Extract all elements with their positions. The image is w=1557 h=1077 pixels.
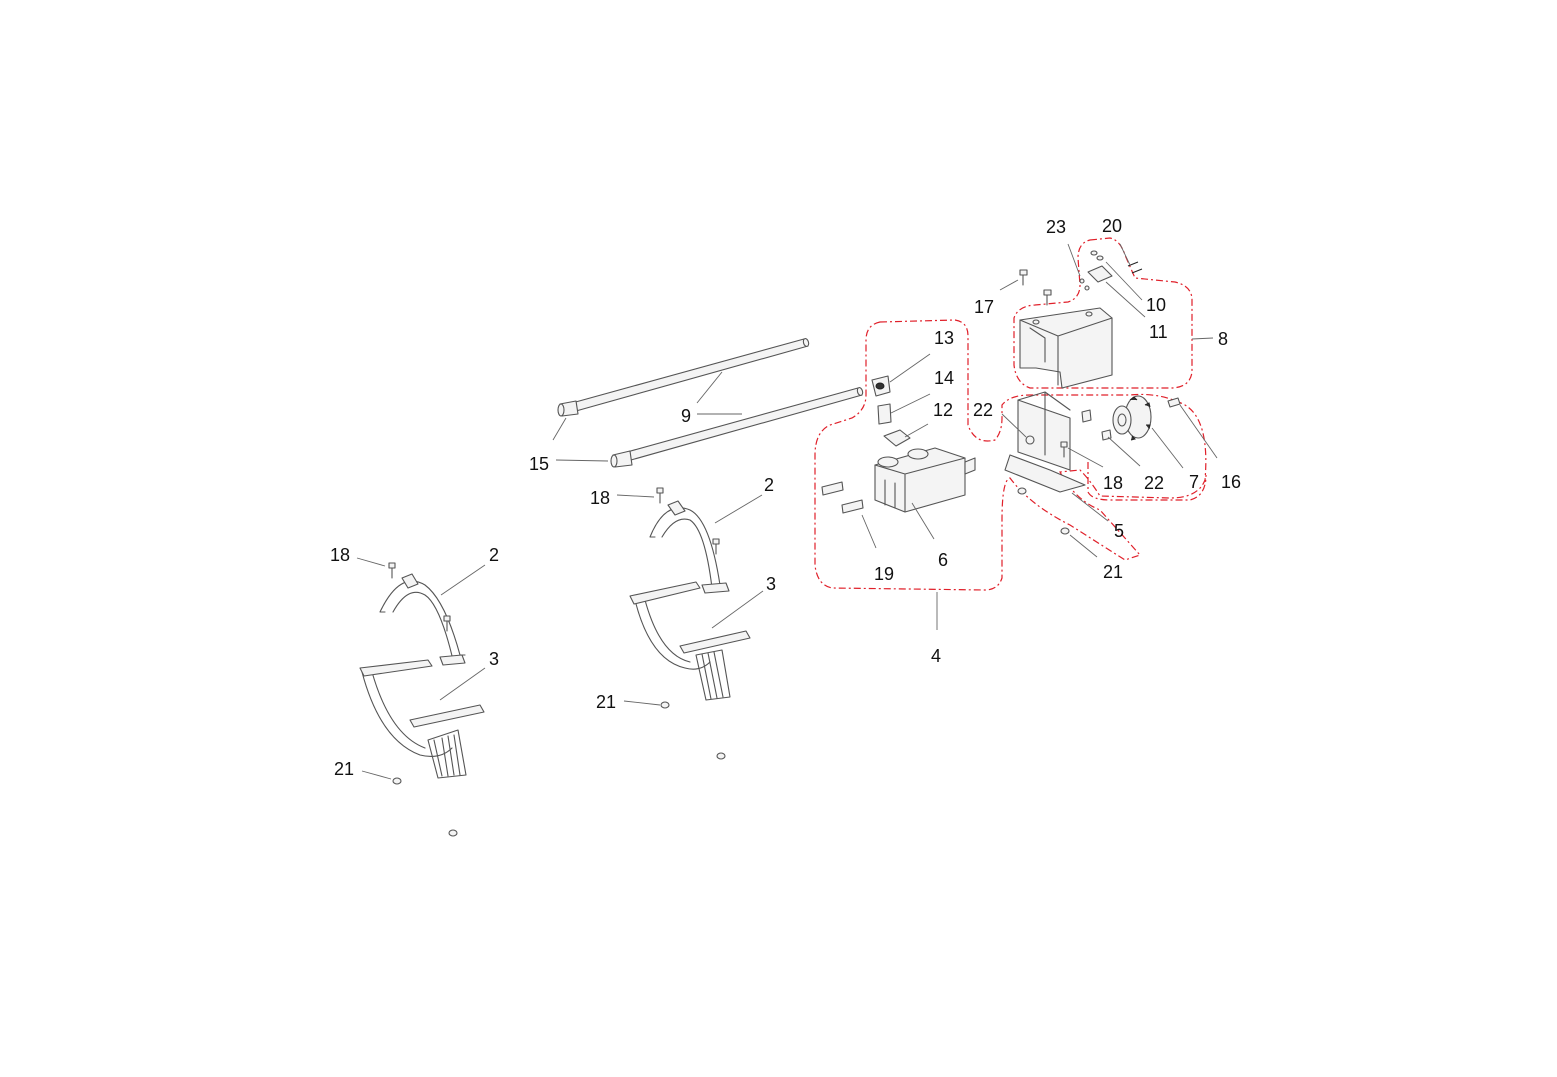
callout-labels: 23 20 17 10 11 8 13 14 12 22 9 15 18 2 1… (330, 216, 1241, 779)
pipe-lower (610, 387, 864, 468)
callout-19: 19 (874, 564, 894, 584)
callout-23: 23 (1046, 217, 1066, 237)
callout-10: 10 (1146, 295, 1166, 315)
callout-8: 8 (1218, 329, 1228, 349)
callout-18-bracket: 18 (1103, 473, 1123, 493)
callout-6: 6 (938, 550, 948, 570)
leader-lines (356, 243, 1218, 780)
callout-2-middle: 2 (764, 475, 774, 495)
callout-22-left: 22 (973, 400, 993, 420)
cover (1019, 250, 1143, 389)
sprocket (1112, 395, 1181, 441)
pipe-upper (557, 338, 810, 417)
callout-22-right: 22 (1144, 473, 1164, 493)
callout-3-middle: 3 (766, 574, 776, 594)
bracket (1004, 391, 1112, 535)
callout-21-right: 21 (1103, 562, 1123, 582)
callout-7: 7 (1189, 472, 1199, 492)
clamp-left (359, 562, 485, 837)
callout-5: 5 (1114, 521, 1124, 541)
callout-20: 20 (1102, 216, 1122, 236)
motor (821, 375, 976, 514)
callout-4: 4 (931, 646, 941, 666)
group-outline-8 (1013, 237, 1193, 389)
callout-9: 9 (681, 406, 691, 426)
callout-15: 15 (529, 454, 549, 474)
callout-2-left: 2 (489, 545, 499, 565)
callout-16: 16 (1221, 472, 1241, 492)
callout-13: 13 (934, 328, 954, 348)
callout-18-middle: 18 (590, 488, 610, 508)
callout-3-left: 3 (489, 649, 499, 669)
clamp-middle (629, 487, 751, 760)
callout-12: 12 (933, 400, 953, 420)
callout-14: 14 (934, 368, 954, 388)
group-outline-5-7 (1087, 462, 1207, 501)
callout-17: 17 (974, 297, 994, 317)
callout-11: 11 (1149, 322, 1168, 342)
group-outline-4 (814, 319, 1207, 591)
callout-21-left: 21 (334, 759, 354, 779)
callout-18-left: 18 (330, 545, 350, 565)
callout-21-middle: 21 (596, 692, 616, 712)
